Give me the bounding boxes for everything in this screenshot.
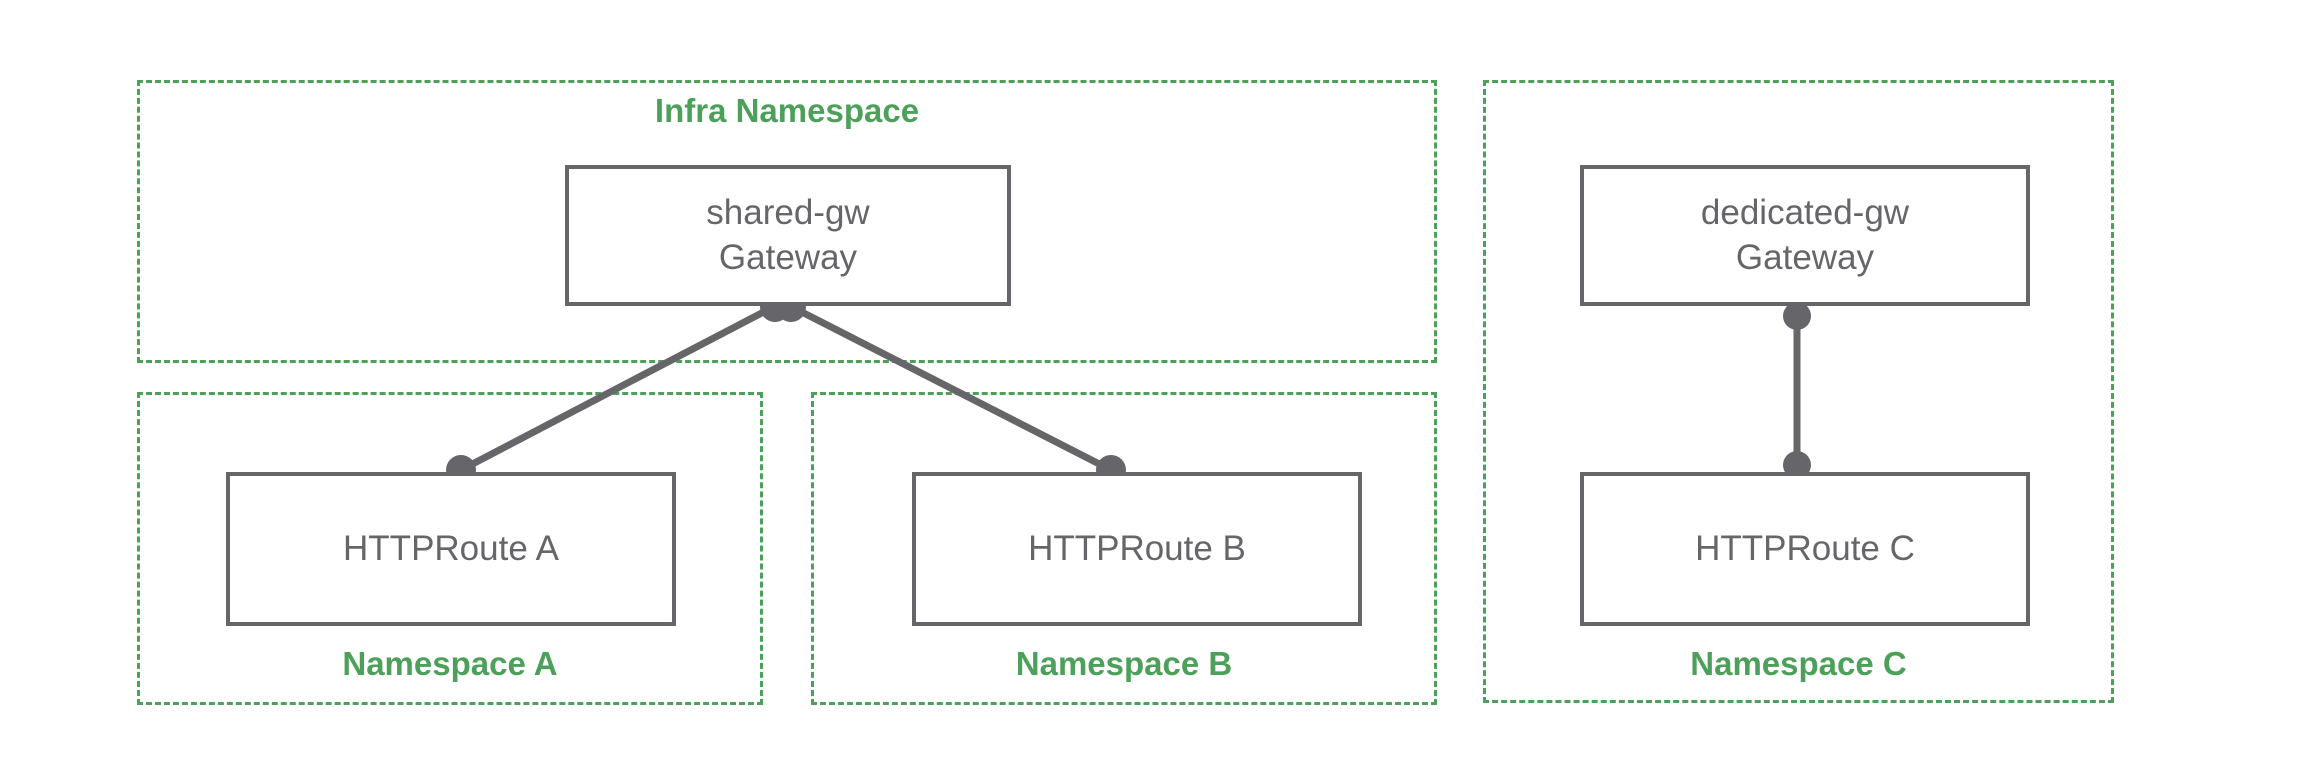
namespace-container-infra xyxy=(137,80,1437,363)
namespace-container-a xyxy=(137,392,763,705)
node-httproute-b-label: HTTPRoute B xyxy=(1028,528,1246,568)
namespace-label-infra: Infra Namespace xyxy=(654,92,920,129)
node-dedicated-gw-gateway[interactable]: dedicated-gw Gateway xyxy=(1580,165,2030,306)
namespace-container-c xyxy=(1483,80,2114,703)
node-httproute-a-label: HTTPRoute A xyxy=(343,528,559,568)
namespace-label-a: Namespace A xyxy=(342,645,558,682)
namespace-label-b: Namespace B xyxy=(1015,645,1233,682)
node-httproute-c-label: HTTPRoute C xyxy=(1695,528,1915,568)
node-httproute-a[interactable]: HTTPRoute A xyxy=(226,472,676,626)
namespace-container-b xyxy=(811,392,1437,705)
node-shared-gw-gateway[interactable]: shared-gw Gateway xyxy=(565,165,1011,306)
node-httproute-c[interactable]: HTTPRoute C xyxy=(1580,472,2030,626)
node-dedicated-gw-label: dedicated-gw Gateway xyxy=(1700,192,1910,277)
node-shared-gw-label: shared-gw Gateway xyxy=(706,192,870,277)
namespace-label-c: Namespace C xyxy=(1690,645,1907,682)
node-httproute-b[interactable]: HTTPRoute B xyxy=(912,472,1362,626)
